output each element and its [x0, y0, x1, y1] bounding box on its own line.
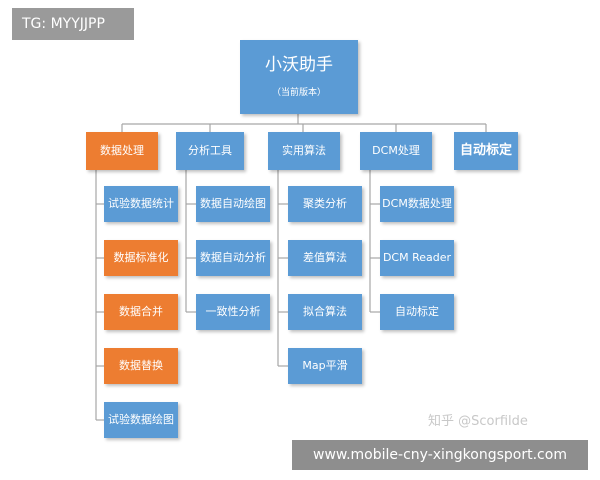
child-node: 数据自动绘图 [196, 186, 270, 222]
child-node: 数据自动分析 [196, 240, 270, 276]
branch-node-practical-algorithms: 实用算法 [268, 132, 340, 170]
child-node: 数据合并 [104, 294, 178, 330]
child-node: 拟合算法 [288, 294, 362, 330]
child-node: 聚类分析 [288, 186, 362, 222]
child-node: 试验数据绘图 [104, 402, 178, 438]
branch-node-data-processing: 数据处理 [86, 132, 158, 170]
zhihu-watermark: 知乎 @Scorfilde [428, 414, 528, 429]
root-title: 小沃助手 [265, 55, 333, 76]
child-node: 数据标准化 [104, 240, 178, 276]
root-subtitle: （当前版本） [271, 87, 326, 98]
branch-node-dcm-processing: DCM处理 [360, 132, 432, 170]
child-node: 一致性分析 [196, 294, 270, 330]
child-node: 试验数据统计 [104, 186, 178, 222]
watermark-tag: TG: MYYJJPP [12, 8, 134, 40]
child-node: 差值算法 [288, 240, 362, 276]
child-node: 数据替换 [104, 348, 178, 384]
child-node: Map平滑 [288, 348, 362, 384]
url-banner: www.mobile-cny-xingkongsport.com [292, 440, 588, 470]
child-node: DCM Reader [380, 240, 454, 276]
branch-node-analysis-tools: 分析工具 [176, 132, 244, 170]
root-node: 小沃助手 （当前版本） [240, 40, 358, 114]
child-node: 自动标定 [380, 294, 454, 330]
branch-node-auto-calibration: 自动标定 [454, 132, 518, 170]
child-node: DCM数据处理 [380, 186, 454, 222]
